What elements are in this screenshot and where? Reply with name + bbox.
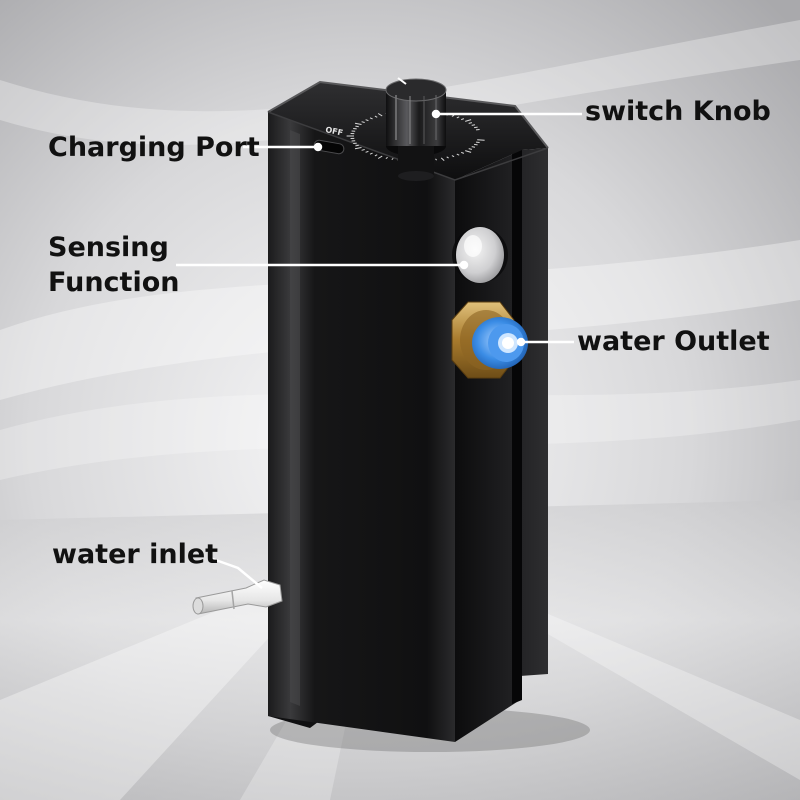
water-outlet-fitting bbox=[451, 301, 528, 379]
pump-device: OFF bbox=[192, 77, 549, 742]
dial-tick bbox=[361, 121, 365, 123]
dial-tick bbox=[456, 116, 460, 119]
sensing-function-label-line1: Sensing bbox=[48, 232, 169, 263]
dial-tick bbox=[451, 114, 455, 117]
dial-tick bbox=[369, 152, 373, 155]
sensing-function-label: Sensing Function bbox=[48, 230, 179, 300]
dial-tick bbox=[456, 153, 460, 156]
sensing-function-label-line2: Function bbox=[48, 267, 180, 298]
callout-lines bbox=[176, 109, 582, 589]
dial-tick bbox=[354, 147, 362, 150]
dial-tick bbox=[440, 157, 445, 161]
dial-tick bbox=[465, 119, 472, 122]
dial-tick bbox=[355, 125, 359, 128]
dial-tick bbox=[361, 149, 365, 151]
dial-tick bbox=[391, 157, 394, 161]
dial-tick bbox=[471, 124, 476, 126]
dial-tick bbox=[446, 156, 449, 159]
charging-port-label: Charging Port bbox=[48, 132, 260, 163]
dial-tick bbox=[354, 122, 362, 125]
off-mark: OFF bbox=[325, 125, 344, 137]
water-inlet-leader bbox=[209, 556, 263, 589]
switch-knob-label: switch Knob bbox=[585, 96, 771, 127]
sensing-window bbox=[452, 227, 508, 283]
dial-tick bbox=[465, 150, 472, 153]
dial-tick bbox=[374, 154, 378, 157]
dial-tick bbox=[461, 118, 465, 121]
dial-tick bbox=[474, 126, 478, 129]
dial-tick bbox=[355, 144, 359, 147]
dial-tick bbox=[468, 148, 473, 150]
dial-tick bbox=[385, 156, 388, 159]
dial-tick bbox=[369, 117, 373, 120]
dial-tick bbox=[374, 115, 378, 118]
dial-tick bbox=[377, 155, 383, 159]
dial-tick bbox=[365, 150, 369, 153]
water-inlet-label: water inlet bbox=[52, 539, 219, 570]
dial-tick bbox=[471, 146, 476, 148]
dial-tick bbox=[474, 143, 478, 146]
dial-tick bbox=[461, 151, 465, 154]
water-inlet-nozzle bbox=[192, 579, 283, 615]
dial-tick bbox=[435, 158, 437, 161]
dial-tick bbox=[365, 119, 369, 122]
charging-port bbox=[313, 139, 345, 155]
dial-tick bbox=[451, 155, 455, 158]
dial-tick bbox=[468, 122, 473, 124]
water-outlet-label: water Outlet bbox=[577, 326, 770, 357]
dial-tick bbox=[377, 113, 383, 117]
